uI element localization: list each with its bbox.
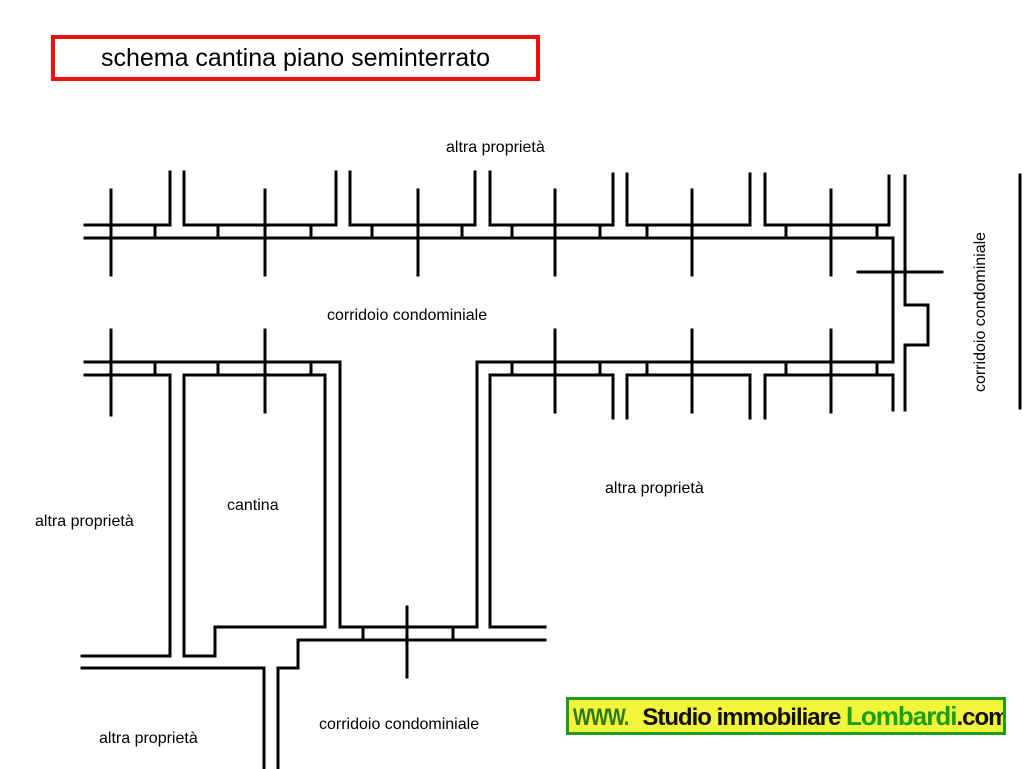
- logo-com: .com: [956, 704, 1006, 731]
- logo-www: WWW.: [573, 704, 629, 731]
- walls: [80, 170, 1022, 769]
- label-bottom-other-property: altra proprietà: [99, 730, 198, 747]
- label-bottom-corridor: corridoio condominiale: [319, 716, 479, 733]
- agency-logo: WWW. Studio immobiliare Lombardi.com: [566, 697, 1006, 735]
- label-main-corridor: corridoio condominiale: [327, 307, 487, 324]
- plan-title: schema cantina piano seminterrato: [51, 35, 540, 81]
- label-top-other-property: altra proprietà: [446, 139, 545, 156]
- label-side-corridor: corridoio condominiale: [972, 232, 989, 392]
- label-left-other-property: altra proprietà: [35, 513, 134, 530]
- label-cantina: cantina: [227, 497, 279, 514]
- label-right-other-property: altra proprietà: [605, 480, 704, 497]
- logo-studio: Studio immobiliare: [642, 704, 847, 731]
- logo-brand: Lombardi: [846, 701, 957, 731]
